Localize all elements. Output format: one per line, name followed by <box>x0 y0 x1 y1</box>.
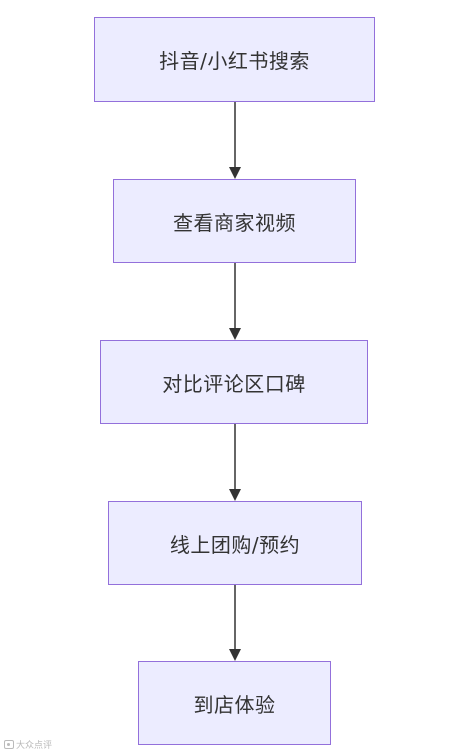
edge-n2-n3 <box>229 263 241 340</box>
node-label: 抖音/小红书搜索 <box>159 49 310 73</box>
arrowhead <box>229 328 241 340</box>
node-compare-reviews: 对比评论区口碑 <box>100 340 368 424</box>
node-douyin-xiaohongshu-search: 抖音/小红书搜索 <box>94 17 375 102</box>
camera-icon <box>4 740 14 749</box>
node-label: 线上团购/预约 <box>169 532 301 557</box>
node-label: 查看商家视频 <box>173 210 296 235</box>
node-in-store-experience: 到店体验 <box>138 661 331 745</box>
node-label: 到店体验 <box>193 692 276 717</box>
node-view-merchant-videos: 查看商家视频 <box>113 179 356 263</box>
arrowhead <box>229 489 241 501</box>
edge-n3-n4 <box>229 424 241 501</box>
edge-n4-n5 <box>229 585 241 661</box>
arrowhead <box>229 167 241 179</box>
watermark-text: 大众点评 <box>16 741 53 751</box>
node-online-groupbuy-booking: 线上团购/预约 <box>108 501 362 585</box>
arrowhead <box>229 649 241 661</box>
edge-n1-n2 <box>229 102 241 179</box>
node-label: 对比评论区口碑 <box>162 371 306 396</box>
watermark: 大众点评 <box>4 738 52 751</box>
